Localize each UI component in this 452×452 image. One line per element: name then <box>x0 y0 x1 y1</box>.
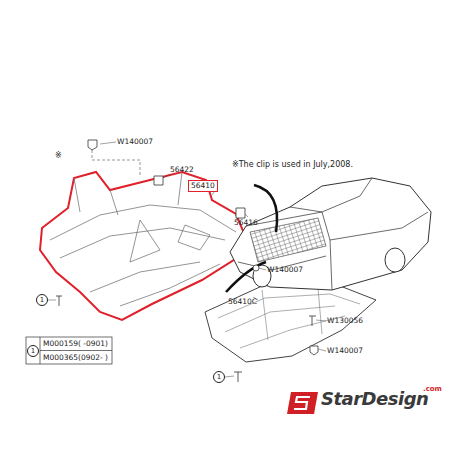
table-cell: M000365 <box>43 354 78 362</box>
callout-number: 1 <box>27 345 39 357</box>
front-cover <box>205 282 376 362</box>
logo-text: StarDesign <box>321 390 428 408</box>
table-cell: (0902- ) <box>78 354 108 362</box>
part-number: W140007 <box>267 266 303 274</box>
part-number: 56410C <box>228 298 257 306</box>
table-cell: M000159 <box>43 340 78 348</box>
part-number: W140007 <box>327 347 363 355</box>
logo-text: .com <box>423 386 442 393</box>
car-body <box>230 178 431 290</box>
applicability-table <box>26 337 112 364</box>
logo-icon <box>287 392 318 414</box>
part-number: W140007 <box>117 138 153 146</box>
note-mark: ※ <box>55 152 62 160</box>
note: ※The clip is used in July,2008. <box>232 161 353 169</box>
part-number: 56422 <box>170 166 194 174</box>
table-cell: ( -0901) <box>78 340 108 348</box>
part-number: 56416 <box>234 219 258 227</box>
part-number: 56410 <box>188 180 218 192</box>
callout-number: 1 <box>213 371 225 383</box>
callout-number: 1 <box>36 294 48 306</box>
under-cover <box>40 172 246 320</box>
part-number: W130056 <box>327 317 363 325</box>
